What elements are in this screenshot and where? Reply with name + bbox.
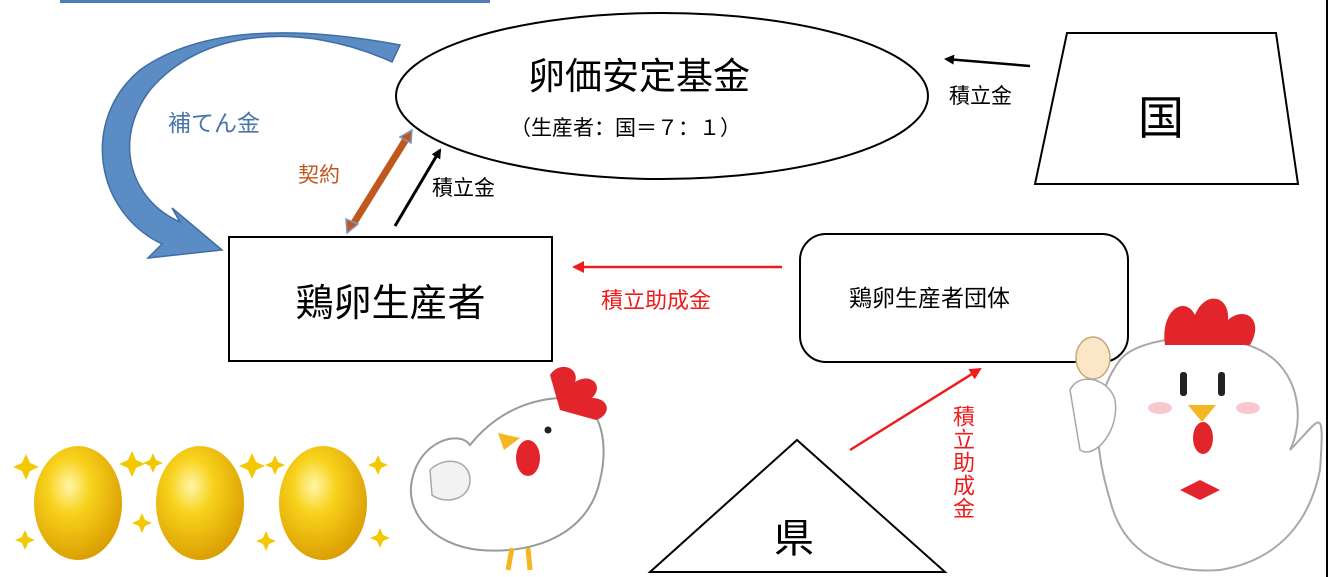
golden-egg-icon — [34, 446, 367, 560]
fund-ellipse — [395, 12, 929, 180]
fund-title: 卵価安定基金 — [528, 55, 750, 98]
producer-to-fund-arrow — [393, 148, 442, 227]
compensation-label: 補てん金 — [168, 111, 260, 137]
top-divider — [60, 0, 490, 3]
chicken-icon — [409, 366, 607, 571]
compensation-arrow — [101, 32, 402, 259]
country-label: 国 — [1138, 91, 1184, 145]
fund-ratio: （生産者：国＝７：１） — [510, 116, 741, 140]
right-border — [1326, 0, 1328, 577]
rooster-holding-egg-icon — [1069, 298, 1323, 572]
group-box — [799, 233, 1129, 363]
producer-to-fund-label: 積立金 — [432, 176, 495, 200]
pref-to-group-label: 積立助成金 — [949, 405, 974, 520]
prefecture-triangle — [647, 438, 948, 573]
producer-box: 鶏卵生産者 — [228, 236, 553, 362]
sparkle-icon — [13, 451, 390, 551]
contract-label: 契約 — [298, 163, 340, 187]
group-to-producer-label: 積立助成金 — [601, 289, 712, 314]
group-label: 鶏卵生産者団体 — [849, 286, 1010, 312]
country-to-fund-label: 積立金 — [949, 84, 1012, 108]
country-trapezoid — [1033, 32, 1300, 185]
contract-arrow — [345, 128, 413, 235]
pref-to-group-arrow — [849, 367, 982, 452]
prefecture-label: 県 — [774, 516, 814, 562]
producer-label: 鶏卵生産者 — [295, 280, 486, 325]
country-to-fund-arrow — [944, 54, 1031, 68]
